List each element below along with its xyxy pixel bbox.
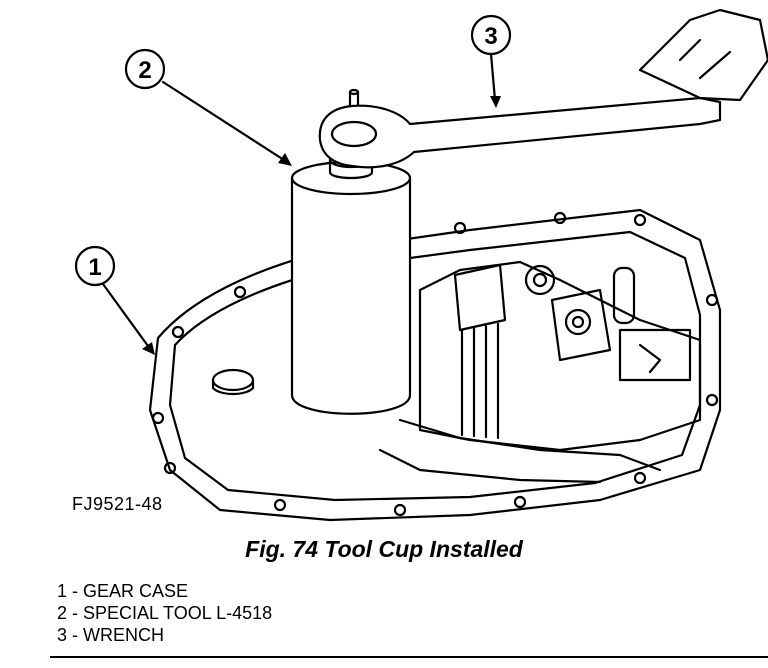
legend-item-3: 3 - WRENCH (57, 625, 164, 645)
callout-1 (74, 245, 150, 348)
legend: 1 - GEAR CASE 2 - SPECIAL TOOL L-4518 3 … (57, 580, 272, 646)
callout-number-1: 1 (88, 254, 101, 281)
wrench (318, 96, 722, 169)
bottom-rule (50, 656, 768, 658)
arrowhead-1 (142, 342, 155, 355)
legend-item-2: 2 - SPECIAL TOOL L-4518 (57, 603, 273, 623)
callout-number-3: 3 (484, 23, 497, 50)
callout-2 (124, 48, 286, 162)
gear-case-flange (148, 208, 722, 522)
arrowhead-2 (278, 153, 292, 166)
figure-caption: Fig. 74 Tool Cup Installed (245, 536, 523, 562)
special-tool-cylinder (290, 88, 412, 415)
case-plug (211, 368, 255, 392)
hand-outline (638, 8, 768, 102)
arrowhead-3 (490, 96, 501, 108)
internal-mechanism (378, 260, 702, 484)
callout-3 (470, 14, 512, 102)
callout-number-2: 2 (138, 57, 151, 84)
technical-illustration: 1 2 3 (74, 8, 768, 522)
figure-code: FJ9521-48 (72, 494, 163, 514)
legend-item-1: 1 - GEAR CASE (57, 581, 189, 601)
bolt-holes (151, 211, 719, 517)
